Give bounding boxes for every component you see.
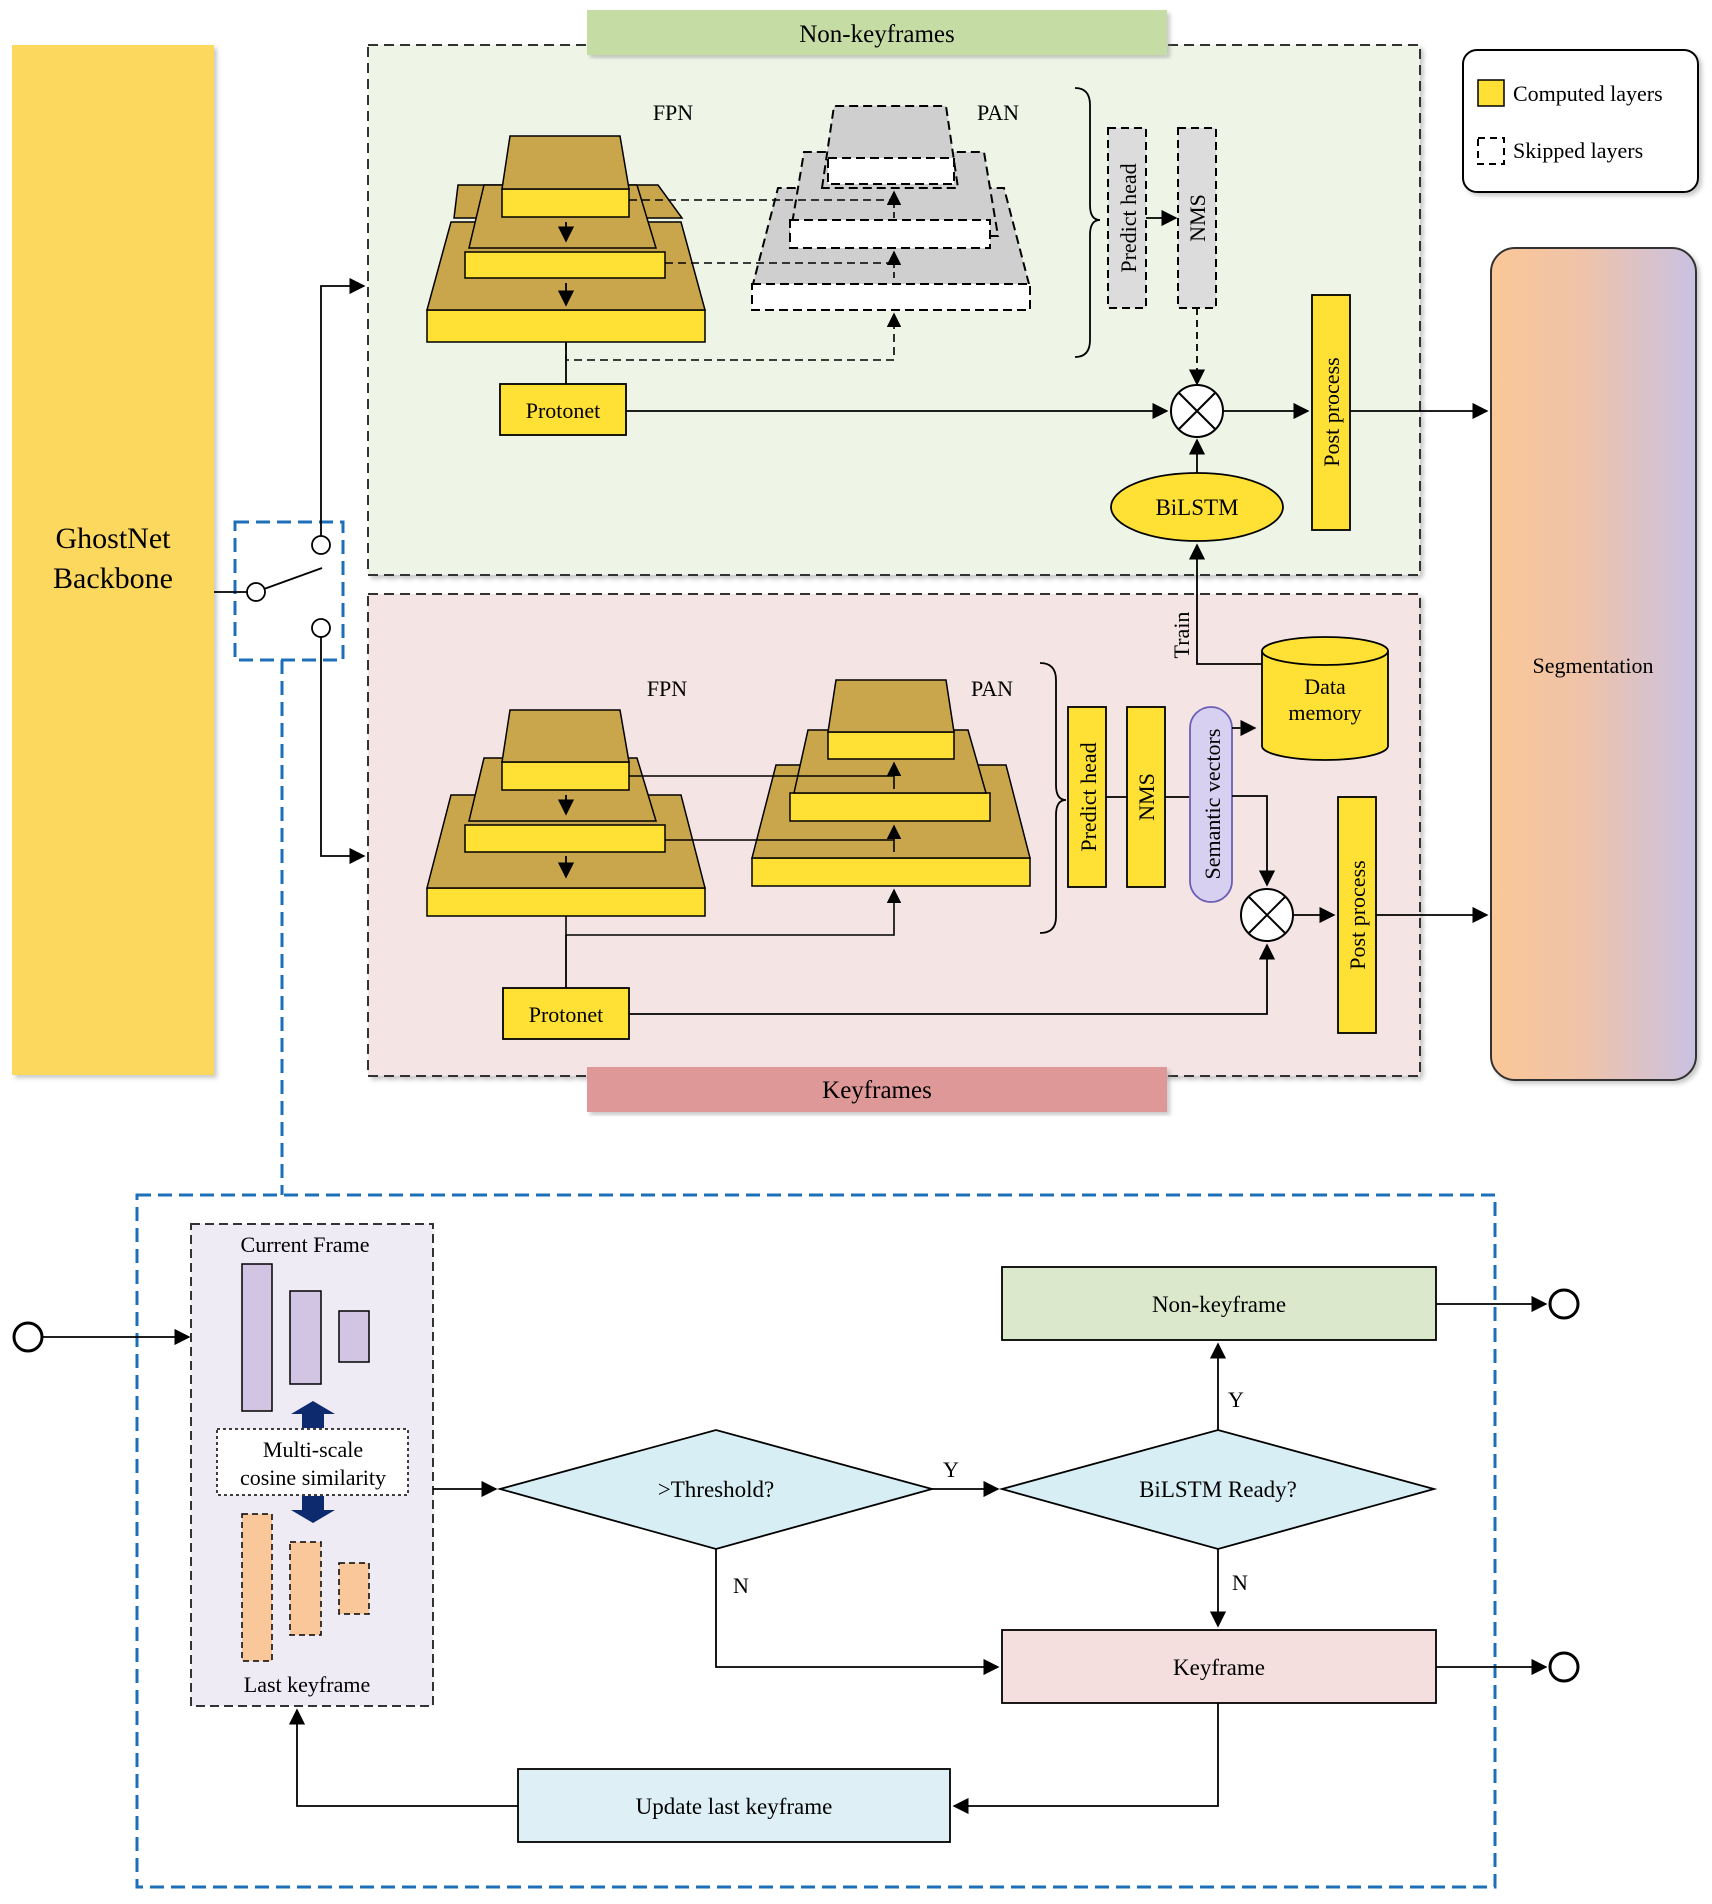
svg-text:Post process: Post process xyxy=(1319,357,1344,466)
pan-pyramid-top-skipped xyxy=(750,105,1032,311)
nonkeyframe-panel: Non-keyframes FPN PAN xyxy=(367,10,1489,576)
svg-text:Update last keyframe: Update last keyframe xyxy=(636,1794,833,1819)
segmentation-block: Segmentation xyxy=(1490,247,1697,1081)
fpn-pyramid-bottom xyxy=(426,709,706,917)
threshold-no-label: N xyxy=(733,1573,749,1598)
last-keyframe-label: Last keyframe xyxy=(244,1672,370,1697)
nonkeyframe-output-terminal xyxy=(1548,1288,1580,1320)
train-label: Train xyxy=(1169,612,1194,659)
ghostnet-backbone: GhostNet Backbone xyxy=(12,45,214,1075)
legend-computed: Computed layers xyxy=(1513,81,1663,106)
semantic-vectors: Semantic vectors xyxy=(1189,706,1233,903)
pan-label-top: PAN xyxy=(977,100,1019,125)
backbone-label-line1: GhostNet xyxy=(56,522,172,555)
last-feature-small xyxy=(338,1562,370,1615)
fpn-pyramid-top xyxy=(426,135,706,343)
current-feature-mid xyxy=(289,1290,322,1385)
flow-border xyxy=(135,1193,1497,1889)
multiply-node-top xyxy=(1170,384,1224,438)
svg-text:NMS: NMS xyxy=(1134,773,1159,821)
pan-pyramid-bottom xyxy=(751,679,1031,887)
nonkeyframe-title-bar xyxy=(587,10,1167,55)
fpn-label-bottom: FPN xyxy=(647,676,687,701)
last-feature-large xyxy=(241,1513,273,1662)
last-feature-mid xyxy=(289,1541,322,1636)
svg-text:Post process: Post process xyxy=(1345,860,1370,969)
multiply-node-bottom xyxy=(1240,888,1294,942)
nms-bottom: NMS xyxy=(1126,706,1166,888)
skipped-swatch xyxy=(1477,137,1505,165)
svg-text:Non-keyframe: Non-keyframe xyxy=(1152,1292,1286,1317)
protonet-bottom: Protonet xyxy=(502,987,630,1040)
down-arrow-icon xyxy=(291,1496,335,1523)
legend-skipped: Skipped layers xyxy=(1513,138,1643,163)
predict-head-bottom: Predict head xyxy=(1067,706,1107,888)
update-last-keyframe-box: Update last keyframe xyxy=(517,1768,951,1843)
frame-comparison-box: Current Frame Multi-scale cosine similar… xyxy=(190,1223,434,1707)
keyframe-output-terminal xyxy=(1548,1651,1580,1683)
current-feature-small xyxy=(338,1310,370,1363)
nms-skipped: NMS xyxy=(1177,127,1217,309)
predict-head-skipped: Predict head xyxy=(1107,127,1147,309)
bilstm-yes-label: Y xyxy=(1228,1387,1244,1412)
frame-switch xyxy=(214,277,366,1195)
legend: Computed layers Skipped layers xyxy=(1462,49,1699,193)
threshold-decision: >Threshold? xyxy=(496,1429,936,1550)
similarity-box xyxy=(216,1428,409,1496)
svg-text:Predict head: Predict head xyxy=(1076,742,1101,851)
svg-text:Semantic vectors: Semantic vectors xyxy=(1200,729,1225,880)
bilstm-ellipse: BiLSTM xyxy=(1110,472,1284,542)
bilstm-no-label: N xyxy=(1232,1570,1248,1595)
keyframe-selection-flow: Current Frame Multi-scale cosine similar… xyxy=(12,1193,1580,1889)
keyframe-title-bar xyxy=(587,1067,1167,1112)
svg-text:Multi-scale: Multi-scale xyxy=(263,1437,363,1462)
svg-text:memory: memory xyxy=(1288,700,1361,725)
up-arrow-icon xyxy=(291,1401,335,1428)
segmentation-label: Segmentation xyxy=(1533,653,1654,678)
keyframe-title: Keyframes xyxy=(822,1077,932,1104)
threshold-yes-label: Y xyxy=(943,1457,959,1482)
nonkeyframe-box: Non-keyframe xyxy=(1001,1266,1437,1341)
svg-text:Keyframe: Keyframe xyxy=(1173,1655,1265,1680)
current-frame-label: Current Frame xyxy=(241,1232,370,1257)
keyframe-box: Keyframe xyxy=(1001,1629,1437,1704)
backbone-label-line2: Backbone xyxy=(53,562,173,595)
protonet-top: Protonet xyxy=(499,383,627,436)
svg-text:Predict head: Predict head xyxy=(1116,163,1141,272)
fpn-label-top: FPN xyxy=(653,100,693,125)
svg-text:BiLSTM: BiLSTM xyxy=(1155,495,1238,520)
current-feature-large xyxy=(241,1263,273,1412)
post-process-top: Post process xyxy=(1311,294,1351,531)
bilstm-ready-decision: BiLSTM Ready? xyxy=(998,1429,1438,1550)
data-memory-cylinder: Data memory xyxy=(1261,636,1389,761)
keyframe-panel: Keyframes FPN PAN xyxy=(367,543,1489,1112)
svg-text:>Threshold?: >Threshold? xyxy=(658,1477,774,1502)
nonkeyframe-title: Non-keyframes xyxy=(799,21,955,48)
svg-text:Protonet: Protonet xyxy=(529,1002,604,1027)
svg-text:Protonet: Protonet xyxy=(526,398,601,423)
input-terminal xyxy=(12,1321,44,1353)
post-process-bottom: Post process xyxy=(1337,796,1377,1034)
pan-label-bottom: PAN xyxy=(971,676,1013,701)
svg-text:BiLSTM Ready?: BiLSTM Ready? xyxy=(1139,1477,1297,1502)
computed-swatch xyxy=(1477,79,1505,107)
svg-text:cosine similarity: cosine similarity xyxy=(240,1465,386,1490)
svg-text:NMS: NMS xyxy=(1185,194,1210,242)
svg-text:Data: Data xyxy=(1304,674,1346,699)
